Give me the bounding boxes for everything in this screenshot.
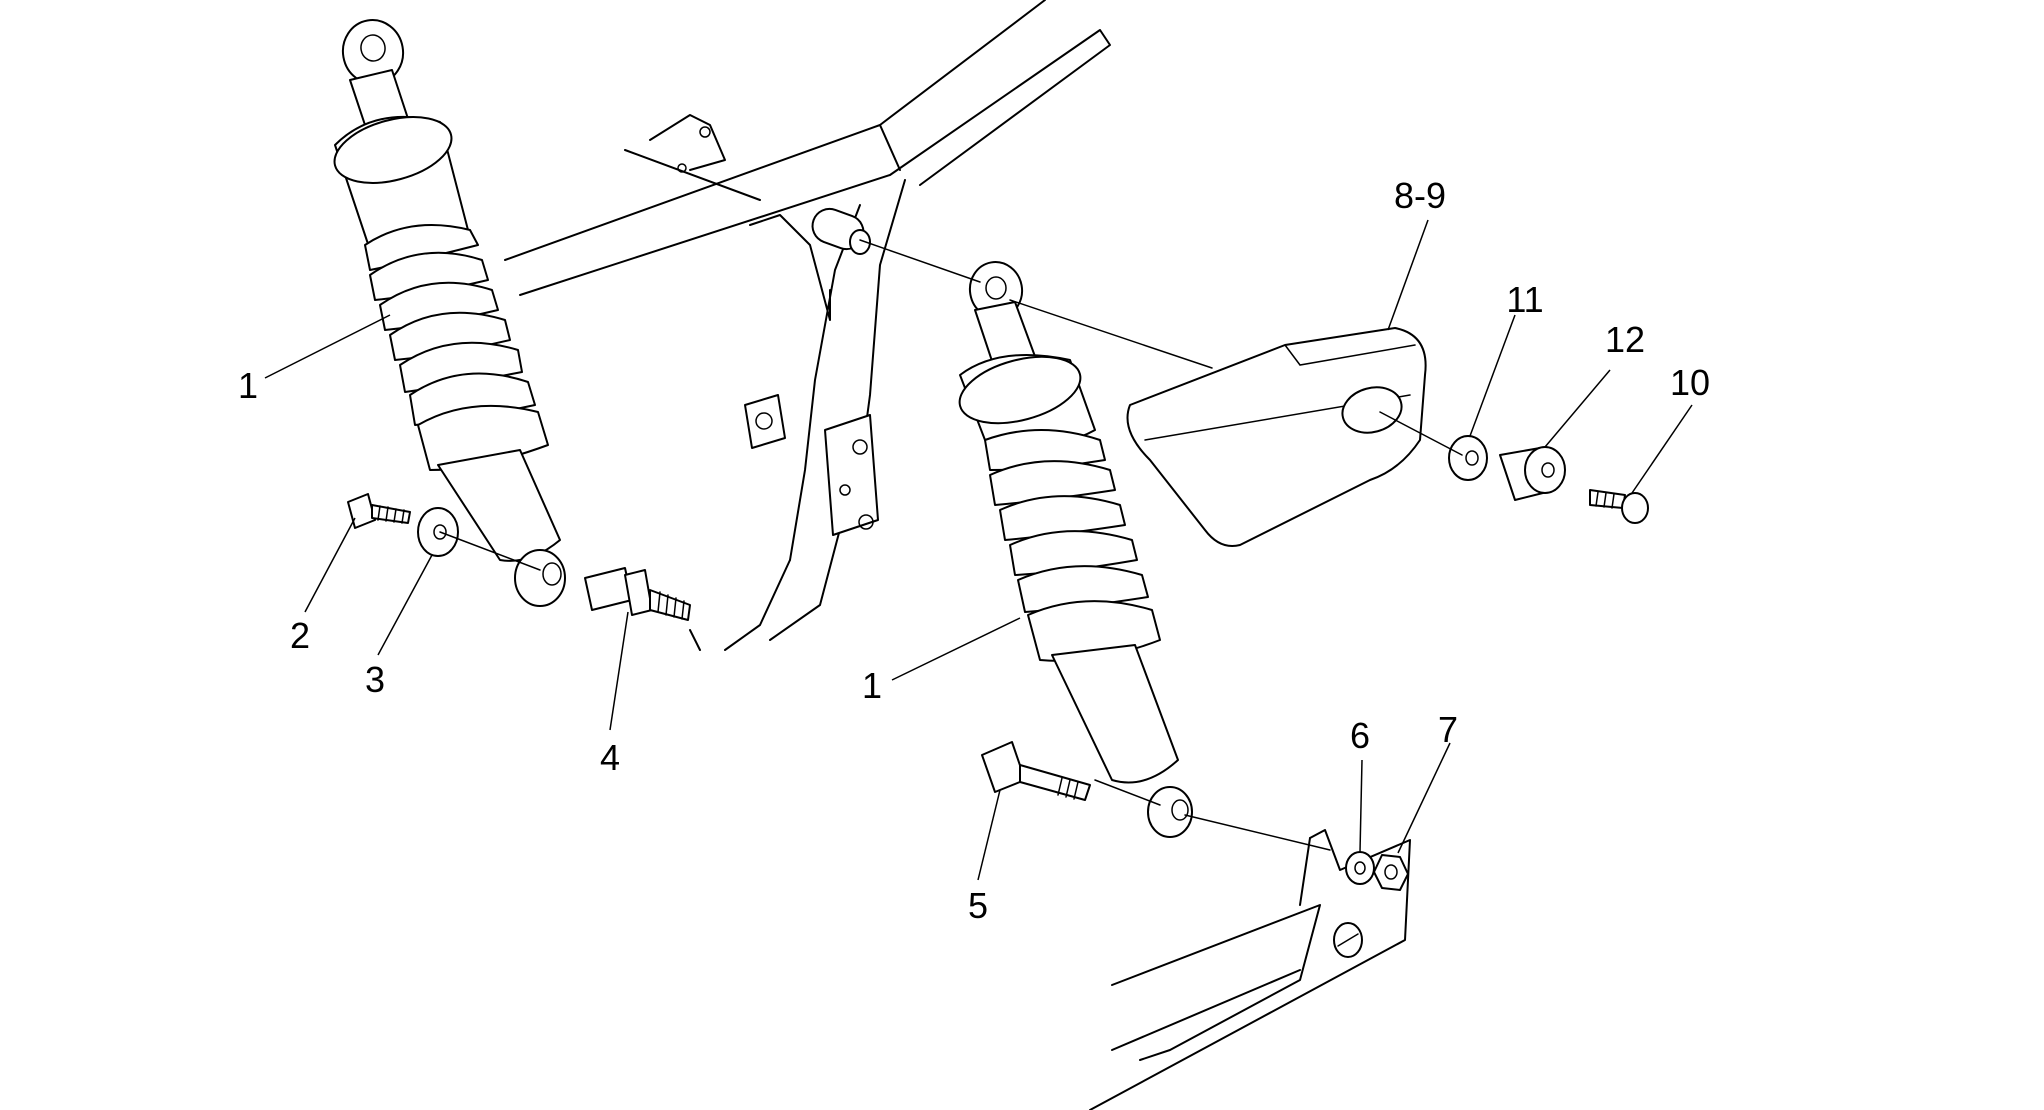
callout-5: 5 bbox=[968, 885, 988, 926]
part-5-bolt bbox=[981, 741, 1091, 801]
callout-8-9: 8-9 bbox=[1394, 175, 1446, 216]
motorcycle-frame bbox=[504, 0, 1111, 651]
part-11-bushing bbox=[1448, 435, 1488, 481]
callout-6: 6 bbox=[1350, 715, 1370, 756]
part-6-washer bbox=[1345, 851, 1375, 885]
callout-3: 3 bbox=[365, 659, 385, 700]
side-cover-8-9 bbox=[1126, 327, 1427, 547]
part-4-stud bbox=[584, 567, 691, 621]
part-7-nut bbox=[1373, 854, 1409, 891]
shock-lower-bushing-right bbox=[1147, 786, 1193, 838]
part-10-screw bbox=[1589, 489, 1649, 524]
leader-lines bbox=[264, 219, 1693, 881]
callout-1-left: 1 bbox=[238, 365, 258, 406]
part-12-spacer bbox=[1499, 446, 1566, 501]
callout-2: 2 bbox=[290, 615, 310, 656]
callout-4: 4 bbox=[600, 737, 620, 778]
callout-1-right: 1 bbox=[862, 665, 882, 706]
part-3-washer bbox=[417, 507, 459, 557]
part-2-bolt bbox=[347, 493, 411, 529]
swingarm bbox=[1089, 829, 1411, 1110]
callout-11: 11 bbox=[1506, 279, 1543, 320]
callout-10: 10 bbox=[1670, 362, 1710, 403]
callout-labels: 1 1 2 3 4 5 6 7 8-9 10 11 12 bbox=[238, 175, 1710, 926]
callout-12: 12 bbox=[1605, 319, 1645, 360]
rear-shock-absorber-right bbox=[958, 261, 1179, 784]
callout-7: 7 bbox=[1438, 709, 1458, 750]
rear-shock-absorber-left bbox=[333, 19, 561, 562]
shock-lower-bushing-left bbox=[514, 549, 566, 607]
